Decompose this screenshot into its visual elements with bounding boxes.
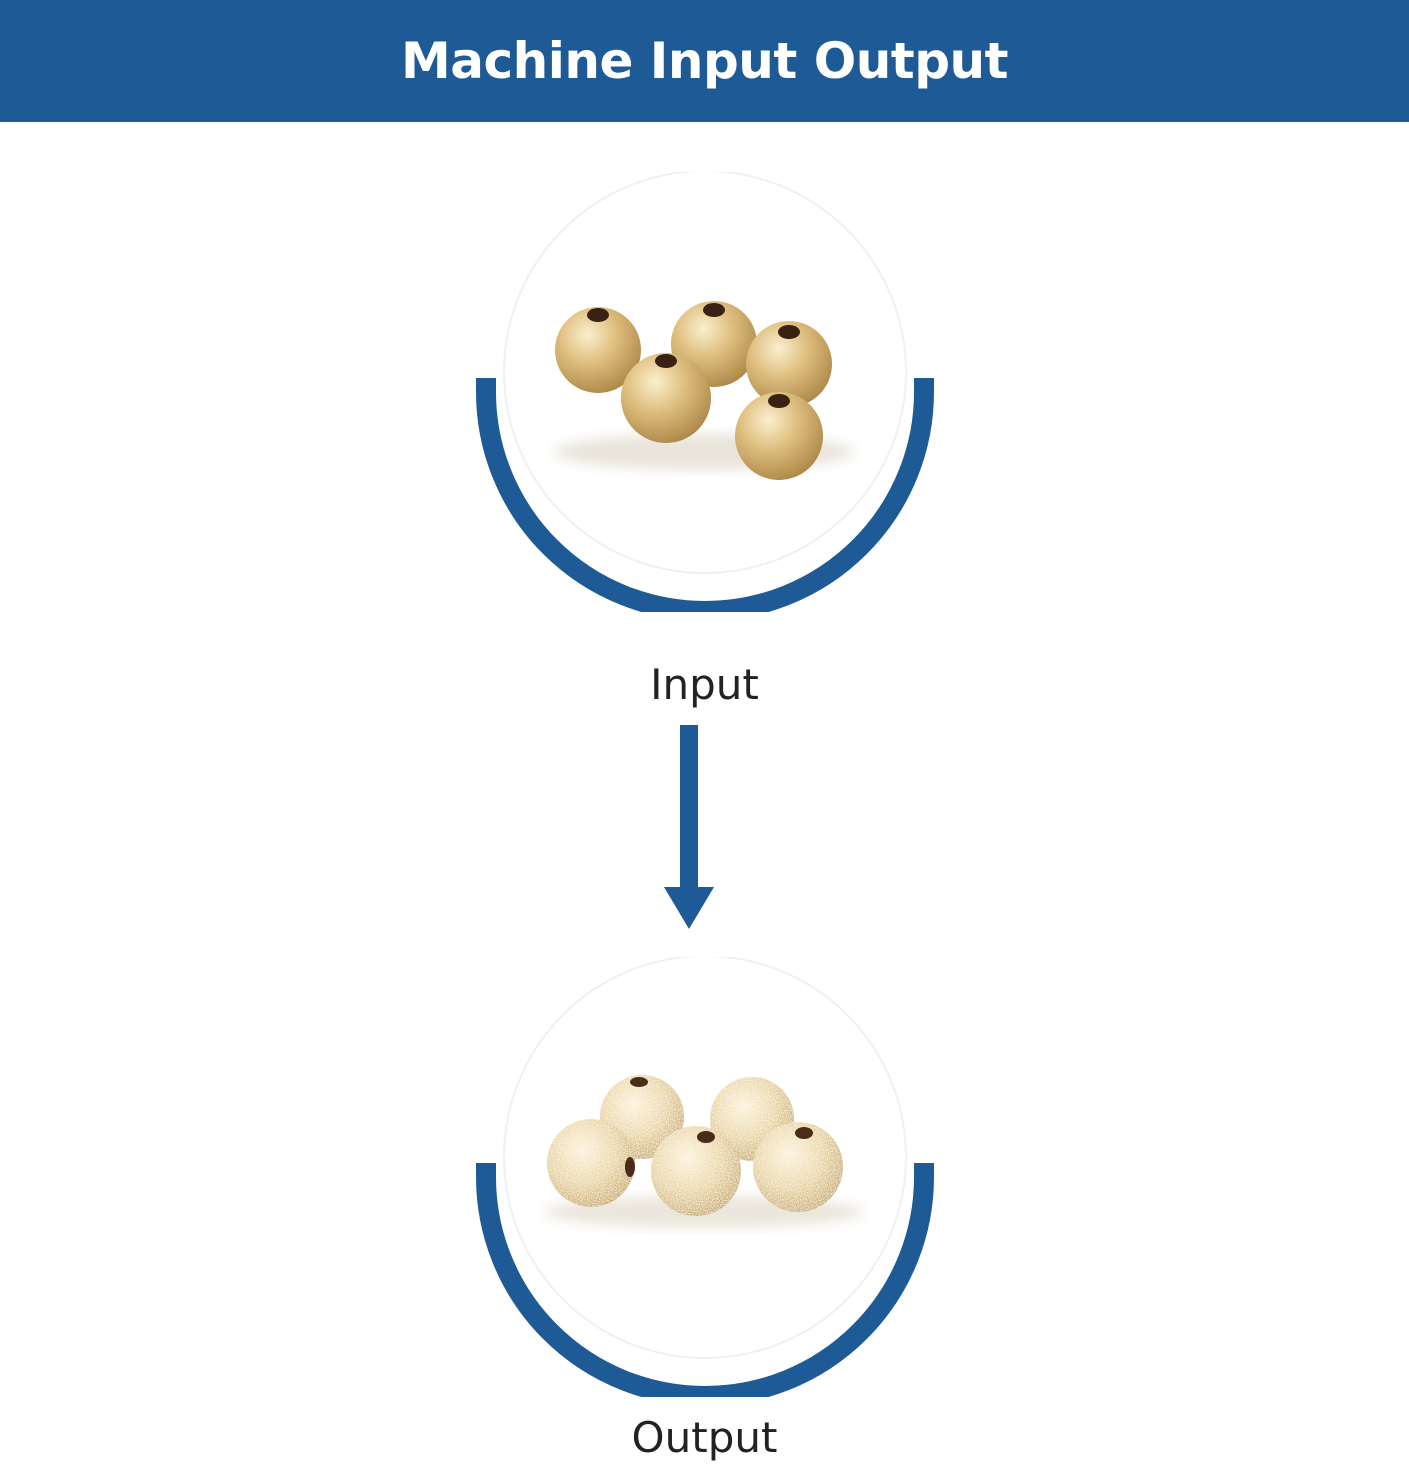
smooth-beads <box>555 301 832 480</box>
output-label: Output <box>631 1413 778 1462</box>
textured-beads <box>547 1075 843 1216</box>
input-stage <box>474 172 936 612</box>
output-stage <box>474 957 936 1397</box>
output-illustration <box>476 957 934 1397</box>
page-title: Machine Input Output <box>401 32 1008 90</box>
bead-holes <box>625 1077 813 1177</box>
input-illustration <box>476 172 934 612</box>
input-accent-arc <box>476 378 934 612</box>
title-banner: Machine Input Output <box>0 0 1409 122</box>
input-label: Input <box>650 660 759 709</box>
output-accent-arc <box>476 1163 934 1397</box>
down-arrow-icon <box>664 725 714 929</box>
